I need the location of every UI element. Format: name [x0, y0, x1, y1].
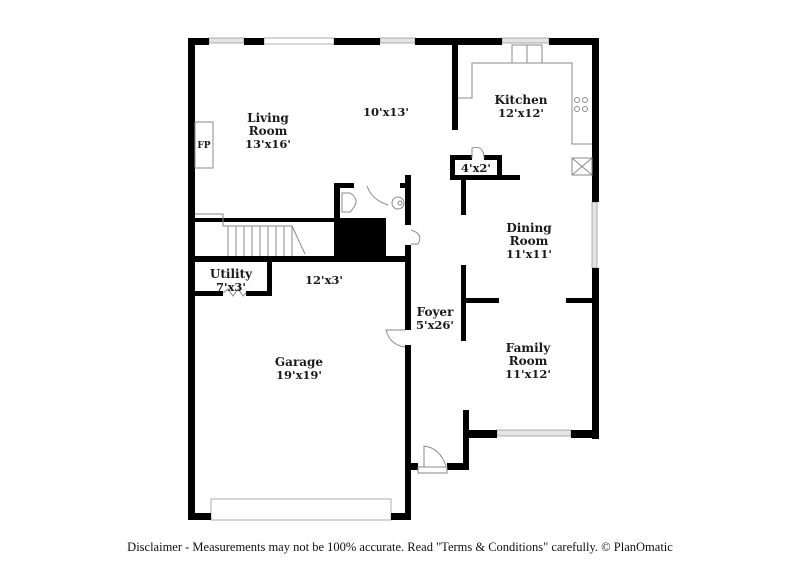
- family-room-name-1: Family: [506, 341, 551, 355]
- kitchen-name: Kitchen: [495, 93, 548, 107]
- window-dining: [591, 201, 598, 269]
- windows: [208, 37, 598, 521]
- utility-name: Utility: [210, 267, 253, 281]
- fixtures: [194, 44, 593, 474]
- living-room-dims: 13'x16': [245, 137, 291, 151]
- refrigerator-icon: [571, 157, 593, 176]
- range-icon: [574, 97, 588, 112]
- utility-bifold-door: [222, 288, 247, 297]
- window-kitchen: [501, 37, 550, 44]
- walls: [188, 38, 599, 520]
- family-room-dims: 11'x12': [505, 367, 551, 381]
- toilet-icon: [341, 192, 357, 213]
- window-family: [496, 429, 572, 437]
- sliding-door-living: [263, 37, 335, 45]
- living-room-name-1: Living: [247, 111, 289, 125]
- stairs: [195, 213, 306, 256]
- window-living-left: [208, 37, 245, 44]
- dining-room-name-1: Dining: [506, 221, 552, 235]
- bath-sink-icon: [391, 196, 405, 210]
- foyer-dims: 5'x26': [416, 318, 454, 332]
- hall-dims: 12'x3': [305, 273, 343, 287]
- fireplace-label: FP: [197, 141, 210, 151]
- dining-room-name-2: Room: [510, 234, 549, 248]
- pantry-door: [471, 147, 485, 159]
- fireplace: [194, 121, 214, 169]
- window-living-right: [379, 37, 416, 44]
- front-door: [423, 445, 447, 470]
- garage-entry-door: [385, 329, 406, 348]
- family-room-name-2: Room: [509, 354, 548, 368]
- bath-door: [366, 185, 389, 206]
- garage-dims: 19'x19': [276, 368, 322, 382]
- foyer-name: Foyer: [417, 305, 454, 319]
- living-room-name-2: Room: [249, 124, 288, 138]
- garage-name: Garage: [275, 355, 324, 369]
- closet-door: [410, 229, 421, 245]
- garage-door: [210, 498, 392, 521]
- pantry-dims: 4'x2': [461, 161, 491, 175]
- dining-room-dims: 11'x11': [506, 247, 552, 261]
- disclaimer-text: Disclaimer - Measurements may not be 100…: [127, 540, 673, 554]
- area-dims: 10'x13': [363, 105, 409, 119]
- kitchen-dims: 12'x12': [498, 106, 544, 120]
- utility-dims: 7'x3': [216, 280, 246, 294]
- room-labels: FP Living Room 13'x16' 10'x13' Kitchen 1…: [197, 93, 552, 382]
